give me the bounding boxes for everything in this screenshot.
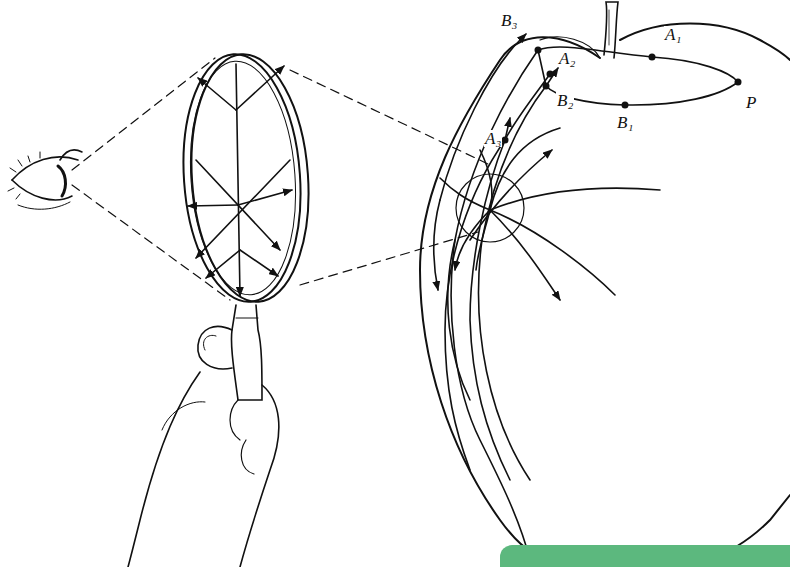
point-label: A₃ <box>484 130 502 147</box>
point-label: P <box>745 94 757 111</box>
point-label: B₁ <box>616 114 634 131</box>
point-label: A₁ <box>664 26 682 43</box>
point-label: B₂ <box>556 92 574 109</box>
point-label: B₃ <box>500 12 518 29</box>
point-label: A₂ <box>558 50 576 67</box>
